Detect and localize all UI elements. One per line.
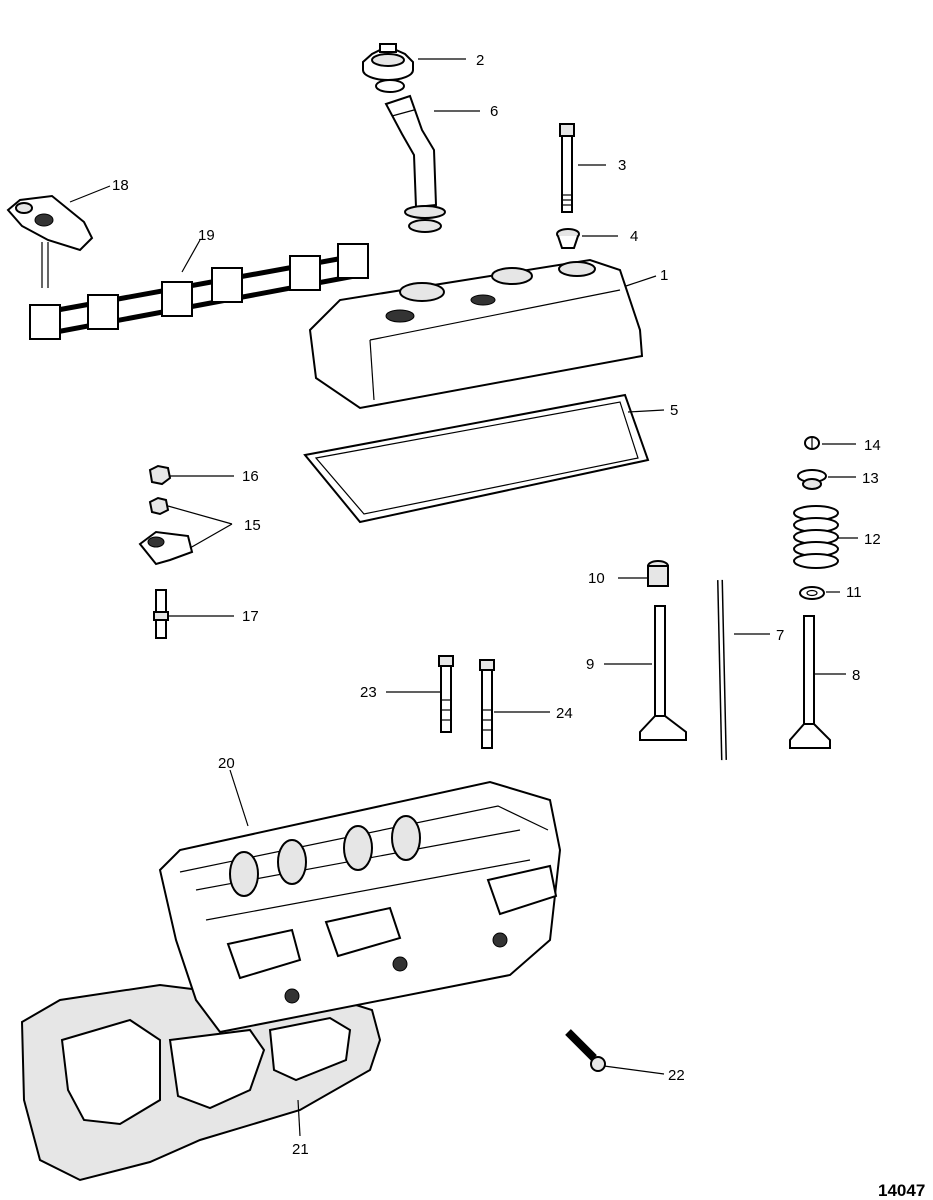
callout-17: 17: [242, 608, 259, 625]
head-gasket: [20, 983, 382, 1182]
callout-21: 21: [292, 1141, 309, 1158]
rocker-stud-17: [153, 589, 169, 639]
callout-14: 14: [864, 437, 881, 454]
rocker-arm: [6, 194, 94, 288]
exhaust-valve: [789, 615, 831, 749]
callout-24: 24: [556, 705, 573, 722]
callout-20: 20: [218, 755, 235, 772]
callout-12: 12: [864, 531, 881, 548]
oil-filler-cap: [362, 43, 414, 93]
callout-18: 18: [112, 177, 129, 194]
callout-5: 5: [670, 402, 678, 419]
valve-seal: [647, 560, 669, 587]
callout-16: 16: [242, 468, 259, 485]
spring-retainer: [797, 469, 827, 490]
callout-7: 7: [776, 627, 784, 644]
valve-cover: [308, 258, 644, 410]
head-bolt-23: [438, 655, 454, 733]
callout-8: 8: [852, 667, 860, 684]
leader-lines: [69, 58, 858, 1137]
callout-10: 10: [588, 570, 605, 587]
callout-15: 15: [244, 517, 261, 534]
rocker-rail: [29, 243, 369, 340]
callout-13: 13: [862, 470, 879, 487]
ball-and-rocker-15: [138, 496, 194, 566]
valve-spring: [793, 505, 839, 569]
bolt-3: [559, 123, 575, 213]
callout-6: 6: [490, 103, 498, 120]
valve-keepers: [804, 436, 820, 450]
callout-23: 23: [360, 684, 377, 701]
head-bolt-24: [479, 659, 495, 749]
cylinder-head: [158, 780, 562, 1034]
filler-tube: [384, 94, 446, 233]
callout-9: 9: [586, 656, 594, 673]
callout-22: 22: [668, 1067, 685, 1084]
callout-3: 3: [618, 157, 626, 174]
bolt-22: [565, 1029, 606, 1072]
callout-labels: 2 6 3 4 1 5 7 8 9 10 11 12 13 14 15 16 1…: [112, 52, 881, 1158]
callout-2: 2: [476, 52, 484, 69]
callout-19: 19: [198, 227, 215, 244]
intake-valve: [639, 605, 687, 741]
pushrod: [717, 579, 727, 761]
callout-11: 11: [846, 584, 862, 601]
grommet-4: [556, 228, 580, 249]
drawing-number: 14047: [878, 1181, 925, 1200]
nut-16: [148, 464, 172, 486]
valve-shim: [799, 586, 825, 600]
valve-cover-gasket: [303, 393, 650, 524]
callout-1: 1: [660, 267, 668, 284]
callout-4: 4: [630, 228, 638, 245]
